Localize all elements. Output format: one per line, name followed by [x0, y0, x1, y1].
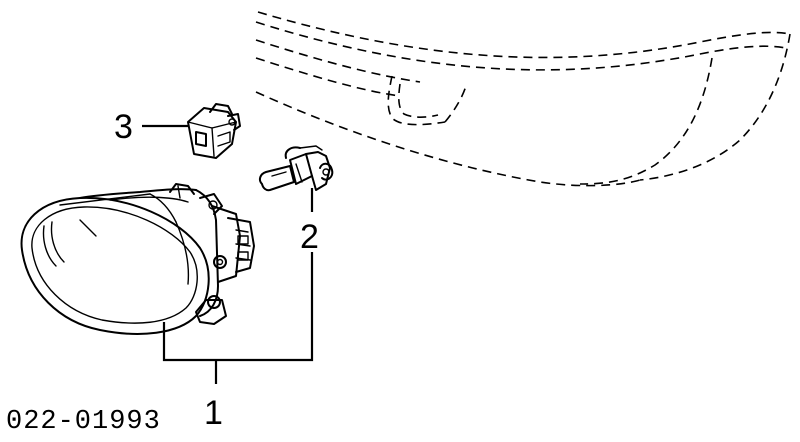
- callout-leaders: [142, 124, 314, 384]
- bumper-fascia-outline: [255, 11, 791, 187]
- callout-3: 3: [114, 108, 133, 146]
- leader-1: [162, 252, 314, 362]
- callout-1: 1: [204, 394, 223, 432]
- fog-lamp-bulb: [258, 145, 334, 192]
- callout-2: 2: [300, 218, 319, 256]
- fog-lamp-assembly: [20, 183, 255, 335]
- illustration-number: 022-01993: [6, 407, 161, 437]
- bulb-socket-connector: [187, 103, 241, 159]
